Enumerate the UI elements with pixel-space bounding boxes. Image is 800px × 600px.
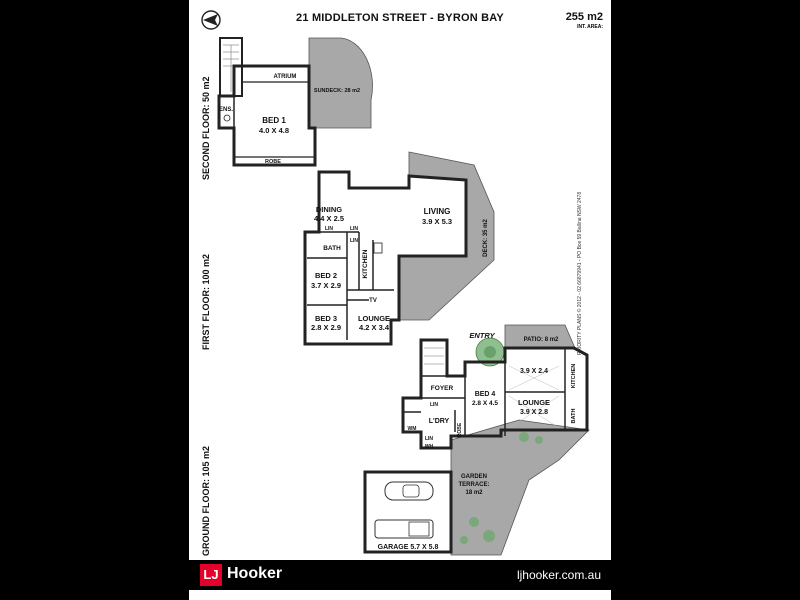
washing-machine-label: WM: [408, 426, 417, 432]
plant-icon: [460, 432, 543, 544]
ensuite-label: ENS.: [219, 107, 233, 113]
property-title: 21 MIDDLETON STREET - BYRON BAY: [296, 12, 504, 24]
deck-label: DECK: 35 m2: [483, 219, 489, 257]
dining-label: DINING: [316, 205, 342, 214]
total-area: 255 m2: [565, 11, 603, 23]
bed4-label: BED 4: [475, 391, 496, 398]
linen-2-label: LIN: [350, 226, 358, 232]
linen-4-label: LIN: [430, 402, 438, 408]
living-label: LIVING: [424, 207, 451, 216]
bed2-size: 3.7 X 2.9: [311, 281, 341, 290]
total-area-label: INT. AREA:: [577, 24, 603, 30]
lounge-label: LOUNGE: [358, 314, 390, 323]
bed1-label: BED 1: [262, 116, 286, 125]
lj-hooker-logo: LJ: [200, 564, 222, 586]
floor-plan-drawing: ATRIUM SUNDECK: 28 m2 ENS. BED 1 4.0 X 4…: [201, 10, 590, 556]
terrace-area-label: 18 m2: [465, 490, 483, 496]
first-floor-plan: DINING 4.4 X 2.5 LIVING 3.9 X 5.3 DECK: …: [303, 151, 495, 346]
entry-label: ENTRY: [469, 331, 495, 340]
tv-label: TV: [369, 298, 377, 304]
bed4-size: 2.8 X 4.5: [472, 400, 498, 407]
atrium-label: ATRIUM: [274, 74, 297, 80]
water-heater-label: WH: [425, 444, 434, 450]
lounge-2-label: LOUNGE: [518, 398, 550, 407]
robe-label: ROBE: [265, 159, 281, 165]
sundeck-label: SUNDECK: 28 m2: [314, 88, 360, 94]
kitchen-label: KITCHEN: [362, 249, 369, 278]
website-link[interactable]: ljhooker.com.au: [516, 568, 601, 582]
ground-floor-plan: ENTRY PATIO: 8 m2 3.9 X 2.4 KITCHEN FOYE…: [363, 324, 590, 556]
kitchen-2-label: KITCHEN: [571, 364, 577, 388]
terrace-label: TERRACE:: [459, 482, 490, 488]
second-floor-plan: ATRIUM SUNDECK: 28 m2 ENS. BED 1 4.0 X 4…: [217, 37, 373, 167]
linen-1-label: LIN: [325, 226, 333, 232]
garden-terrace-area: [450, 419, 590, 556]
room-size: 3.9 X 2.4: [520, 368, 548, 375]
floor-plan-sheet: 21 MIDDLETON STREET - BYRON BAY 255 m2 I…: [189, 0, 611, 600]
bed1-size: 4.0 X 4.8: [259, 126, 289, 135]
living-size: 3.9 X 5.3: [422, 217, 452, 226]
logo-text: Hooker: [227, 565, 283, 582]
laundry-label: L'DRY: [429, 418, 450, 425]
robe-2-label: ROBE: [457, 422, 463, 437]
lounge-2-size: 3.9 X 2.8: [520, 409, 548, 416]
footer-bar: LJ Hooker ljhooker.com.au: [189, 560, 611, 590]
bed3-label: BED 3: [315, 314, 337, 323]
bath-2-label: BATH: [571, 409, 577, 424]
garage-area: [363, 470, 453, 554]
bed3-size: 2.8 X 2.9: [311, 323, 341, 332]
sundeck-area: [308, 37, 373, 129]
patio-label: PATIO: 8 m2: [524, 337, 559, 343]
foyer-label: FOYER: [431, 385, 454, 392]
logo-mark: LJ: [203, 567, 219, 582]
compass-icon: [201, 10, 221, 30]
ute-icon: [374, 519, 434, 539]
linen-3-label: LIN: [350, 238, 358, 244]
car-icon: [384, 481, 434, 501]
linen-5-label: LIN: [425, 436, 433, 442]
garage-label: GARAGE 5.7 X 5.8: [378, 544, 439, 551]
lounge-size: 4.2 X 3.4: [359, 323, 390, 332]
bed2-label: BED 2: [315, 271, 337, 280]
garden-label: GARDEN: [461, 474, 487, 480]
dining-size: 4.4 X 2.5: [314, 214, 344, 223]
bath-label: BATH: [323, 245, 341, 252]
